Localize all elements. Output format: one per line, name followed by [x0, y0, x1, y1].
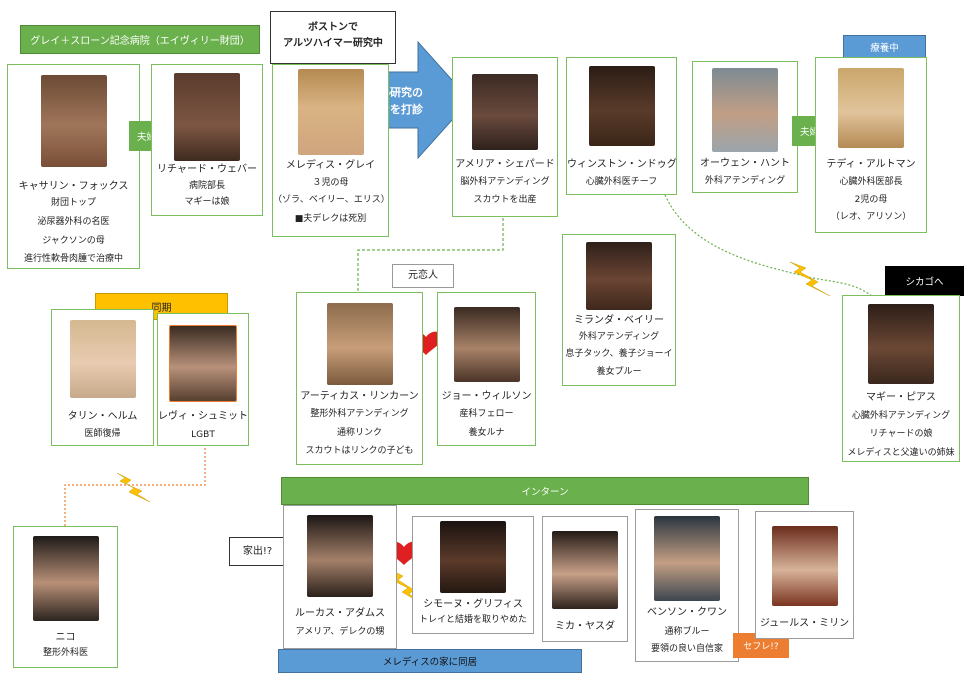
card-simone: シモーヌ・グリフィス トレイと結婚を取りやめた: [412, 516, 534, 634]
card-benson: ベンソン・クワン 通称ブルー 要領の良い自信家: [635, 509, 739, 662]
recovery-tag: 療養中: [843, 35, 926, 59]
card-atticus: アーティカス・リンカーン 整形外科アテンディング 通称リンク スカウトはリンクの…: [296, 292, 423, 465]
amelia-atticus-connector: [357, 218, 504, 293]
winston-photo: [588, 66, 655, 146]
lucas-photo: [307, 515, 373, 597]
card-levi: レヴィ・シュミット LGBT: [157, 313, 249, 446]
levi-photo: [169, 325, 237, 402]
card-winston: ウィンストン・ンドゥグ 心臓外科医チーフ: [566, 57, 677, 195]
nico-photo: [32, 536, 99, 621]
card-jules: ジュールス・ミリン: [755, 511, 854, 639]
card-owen: オーウェン・ハント 外科アテンディング: [692, 61, 798, 193]
lightning-icon: [789, 261, 831, 297]
meredith-house-bar: メレディスの家に同居: [278, 649, 582, 673]
meredith-photo: [297, 69, 364, 155]
lightning-icon: [116, 472, 151, 503]
catherine-photo: [40, 75, 107, 167]
card-jo: ジョー・ウィルソン 産科フェロー 養女ルナ: [437, 292, 536, 446]
card-richard: リチャード・ウェバー 病院部長 マギーは娘: [151, 64, 263, 216]
teddy-photo: [838, 68, 904, 148]
card-teddy: テディ・アルトマン 心臓外科医部長 2児の母 （レオ、アリソン）: [815, 57, 927, 233]
card-amelia: アメリア・シェパード 脳外科アテンディング スカウトを出産: [452, 57, 558, 217]
card-maggie: マギー・ピアス 心臓外科アテンディング リチャードの娘 メレディスと父違いの姉妹: [842, 295, 960, 462]
hospital-title: グレイ＋スローン記念病院（エイヴィリー財団）: [20, 25, 260, 54]
card-meredith: メレディス・グレイ ３児の母 （ゾラ、ベイリー、エリス） ■夫デレクは死別: [272, 64, 390, 237]
boston-callout: ボストンで アルツハイマー研究中: [270, 11, 396, 64]
card-miranda: ミランダ・ベイリー 外科アテンディング 息子タック、養子ジョーイ 養女プルー: [562, 234, 676, 386]
card-lucas: ルーカス・アダムス アメリア、デレクの甥: [283, 505, 397, 649]
winston-maggie-connector: [664, 194, 873, 297]
levi-nico-connector: [64, 448, 206, 526]
jo-photo: [453, 307, 520, 382]
card-taryn: タリン・ヘルム 医師復帰: [51, 309, 154, 446]
owen-photo: [712, 68, 778, 152]
chicago-tag: シカゴへ: [885, 266, 964, 296]
runaway-callout: 家出!?: [229, 537, 286, 566]
card-catherine: キャサリン・フォックス 財団トップ 泌尿器外科の名医 ジャクソンの母 進行性軟骨…: [7, 64, 140, 269]
simone-photo: [440, 521, 506, 593]
taryn-photo: [69, 320, 136, 398]
mika-photo: [552, 531, 618, 609]
interns-header: インターン: [281, 477, 809, 505]
card-mika: ミカ・ヤスダ: [542, 516, 628, 642]
richard-photo: [174, 73, 240, 161]
atticus-photo: [326, 303, 393, 385]
miranda-photo: [586, 242, 652, 310]
amelia-photo: [472, 74, 538, 150]
card-nico: ニコ 整形外科医: [13, 526, 118, 668]
maggie-photo: [868, 304, 934, 384]
ex-lovers-callout: 元恋人: [392, 264, 454, 288]
benson-photo: [654, 516, 720, 601]
jules-photo: [771, 526, 838, 606]
